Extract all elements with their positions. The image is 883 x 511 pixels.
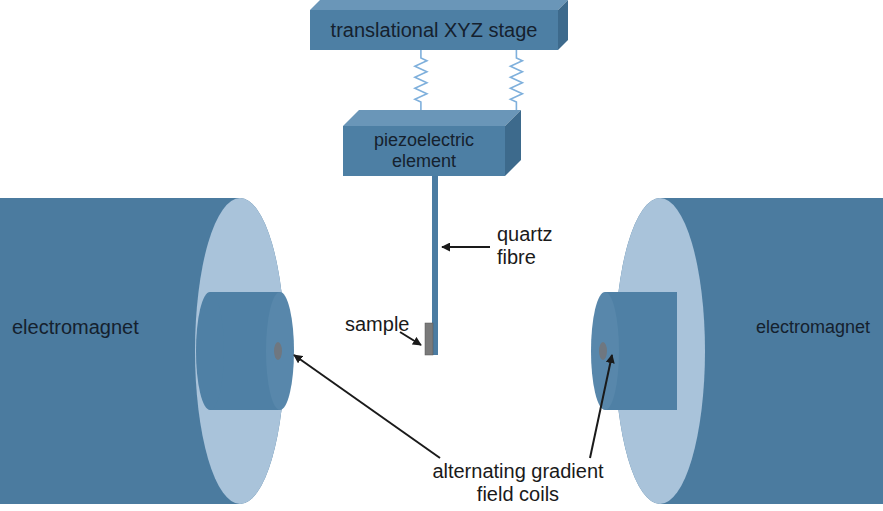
text-area: translational XYZ stage: [314, 10, 554, 50]
right-electromagnet: [591, 198, 883, 504]
spring-connector: [510, 50, 522, 110]
text-area: piezoelectric element: [347, 126, 501, 176]
leader-arrow: [590, 355, 612, 458]
electromagnet-body: electromagnet: [752, 300, 878, 354]
box-side: [558, 0, 568, 50]
sample: [425, 323, 433, 355]
box-front: [310, 10, 558, 50]
left-electromagnet: [0, 198, 294, 504]
node-text: electromagnet: [756, 317, 870, 338]
leader-arrow: [294, 355, 440, 458]
text-area: electromagnet: [756, 300, 874, 354]
part-label: quartz fibre: [497, 223, 569, 269]
node-text: translational XYZ stage: [331, 19, 538, 42]
node-text: piezoelectric element: [347, 130, 501, 171]
piezo-box: piezoelectric element: [343, 110, 521, 176]
stage-box: translational XYZ stage: [310, 0, 568, 50]
electromagnet-body: electromagnet: [8, 300, 198, 354]
node-text: electromagnet: [12, 316, 139, 339]
box-top: [343, 110, 521, 126]
box-side: [505, 110, 521, 176]
leader-arrow: [442, 246, 490, 248]
part-label: sample: [345, 313, 425, 336]
box-top: [310, 0, 568, 10]
box-front: [343, 126, 505, 176]
part-label: alternating gradient field coils: [418, 460, 618, 506]
text-area: electromagnet: [12, 300, 194, 354]
spring-connector: [415, 50, 427, 110]
